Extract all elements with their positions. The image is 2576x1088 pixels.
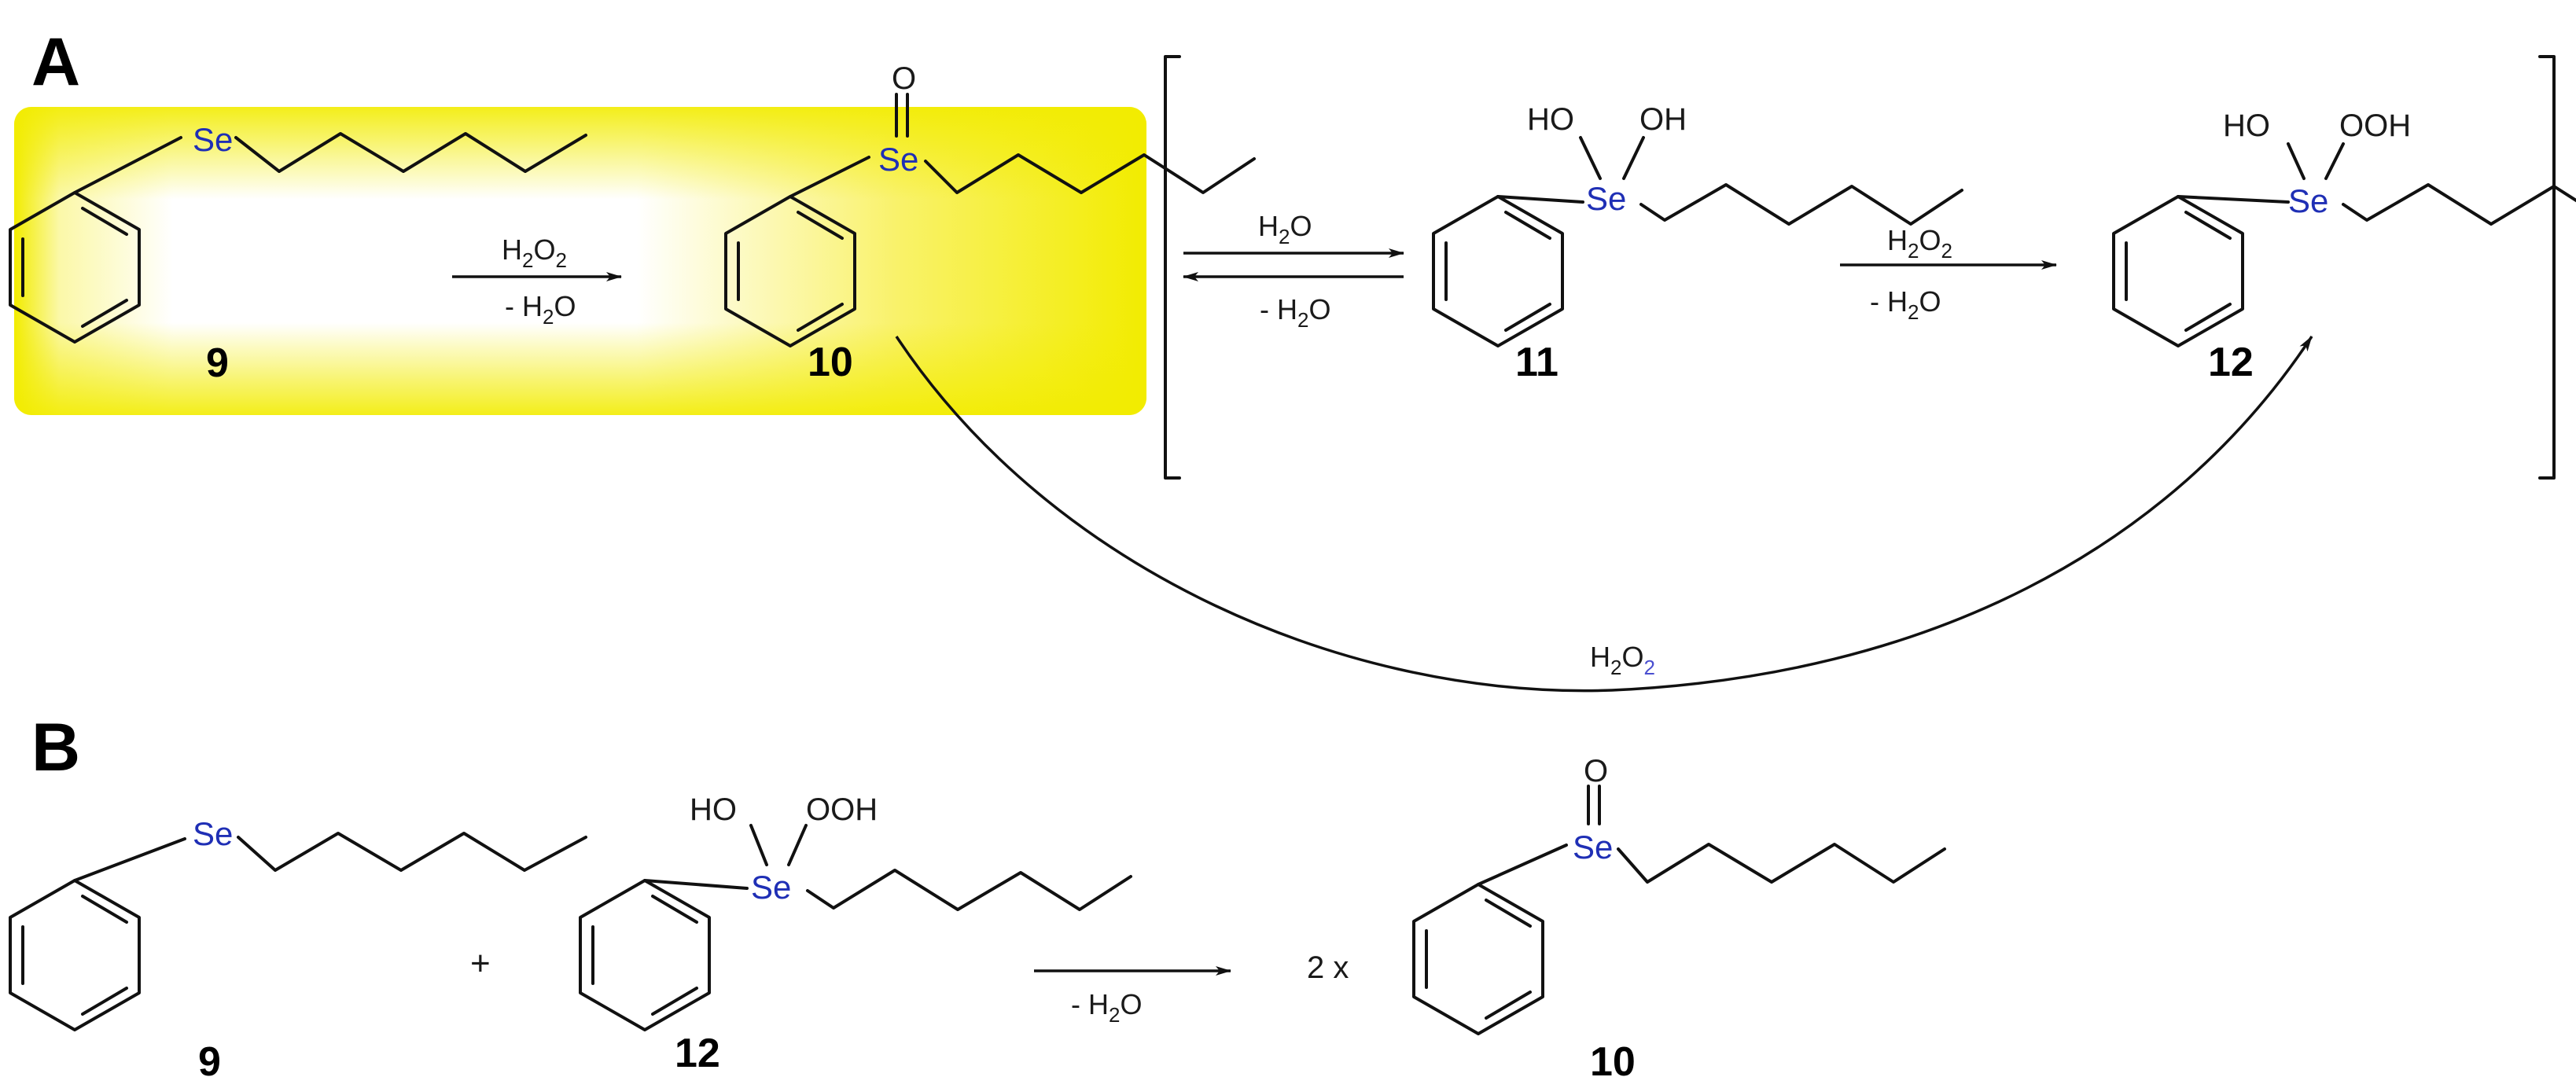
se-ooh-bond — [787, 824, 808, 866]
benzene-ring — [579, 879, 711, 1031]
equilibrium-10-11: H2O - H2O — [1183, 210, 1404, 332]
compound-label-11: 11 — [1515, 340, 1558, 385]
compound-10-structure-b: Se O — [1412, 754, 1946, 1035]
bond-ring-se — [73, 837, 186, 882]
bond-ring-se — [2177, 195, 2290, 204]
oxygen-atom-label: O — [1584, 754, 1608, 788]
reagent-minus-h2o-label: - H2O — [1071, 988, 1142, 1027]
compound-label-10: 10 — [808, 340, 853, 385]
se-oh-bond — [1579, 136, 1602, 180]
hydroxyl-label-left: HO — [1527, 102, 1574, 137]
reagent-h2o-label: H2O — [1258, 210, 1312, 248]
selenium-atom-label: Se — [193, 121, 233, 158]
selenium-atom-label: Se — [1586, 180, 1626, 217]
compound-label-12: 12 — [2208, 340, 2254, 385]
highlight-box — [14, 107, 1146, 415]
compound-9-structure: Se — [9, 121, 587, 344]
intermediate-bracket — [1164, 55, 2556, 480]
benzene-ring — [1432, 195, 1564, 347]
reagent-h2o2-label: H2O2 — [502, 233, 567, 272]
hydroperoxy-label: OOH — [806, 792, 878, 827]
compound-label-9-b: 9 — [198, 1039, 221, 1085]
arrow-panel-b: - H2O — [1034, 966, 1231, 1027]
selenium-atom-label: Se — [193, 815, 233, 852]
compound-12-structure: Se HO OOH — [2112, 108, 2576, 347]
butyl-chain — [2342, 183, 2576, 226]
selenium-atom-label: Se — [2288, 182, 2328, 219]
plus-sign: + — [470, 944, 491, 983]
compound-9-structure-b: Se — [9, 815, 587, 1031]
selenium-atom-label: Se — [1573, 829, 1613, 866]
butyl-chain — [1617, 843, 1946, 884]
se-oh-bond — [2287, 142, 2306, 180]
selenium-atom-label: Se — [751, 869, 791, 906]
benzene-ring — [2112, 195, 2244, 347]
panel-label-a: A — [31, 24, 80, 100]
butyl-chain — [924, 153, 1256, 194]
bond-ring-se — [73, 136, 182, 194]
benzene-ring — [1412, 883, 1544, 1035]
compound-12-structure-b: Se HO OOH — [579, 792, 1132, 1031]
compound-label-12-b: 12 — [675, 1031, 720, 1076]
se-ooh-bond — [2324, 142, 2345, 180]
hydroxyl-label: HO — [2223, 108, 2270, 143]
hydroxyl-label-right: OH — [1639, 102, 1687, 137]
benzene-ring — [9, 879, 141, 1031]
butyl-chain — [234, 132, 587, 173]
se-oh-bond — [1622, 136, 1645, 180]
benzene-ring — [9, 191, 141, 344]
stoichiometry-label: 2 x — [1307, 950, 1349, 985]
butyl-chain — [1639, 183, 1963, 226]
reagent-minus-h2o-label: - H2O — [1260, 293, 1330, 332]
hydroxyl-label: HO — [690, 792, 737, 827]
arrow-11-to-12: H2O2 - H2O — [1840, 224, 2057, 324]
reagent-h2o2-label: H2O2 — [1887, 224, 1952, 263]
compound-label-9: 9 — [206, 340, 229, 386]
bond-ring-se — [643, 879, 749, 890]
arrow-9-to-10: H2O2 - H2O — [452, 233, 622, 329]
compound-10-structure: Se O — [724, 61, 1256, 347]
compound-11-structure: Se HO OH — [1432, 102, 1963, 347]
butyl-chain — [237, 832, 587, 872]
panel-label-b: B — [31, 710, 80, 785]
curved-arrow-10-to-12: H2O2 — [895, 336, 2313, 693]
bond-ring-se — [789, 156, 870, 198]
reagent-minus-h2o-label: - H2O — [505, 290, 576, 329]
reagent-h2o2-curve-label: H2O2 — [1590, 641, 1655, 679]
oxygen-atom-label: O — [892, 61, 916, 96]
benzene-ring — [724, 195, 856, 347]
hydroperoxy-label: OOH — [2339, 108, 2411, 143]
compound-label-10-b: 10 — [1590, 1039, 1636, 1085]
selenium-atom-label: Se — [878, 141, 918, 178]
bond-ring-se — [1496, 195, 1584, 204]
bond-ring-se — [1477, 844, 1568, 886]
reagent-minus-h2o-label: - H2O — [1870, 285, 1941, 324]
se-oh-bond — [749, 824, 768, 866]
butyl-chain — [806, 869, 1132, 911]
